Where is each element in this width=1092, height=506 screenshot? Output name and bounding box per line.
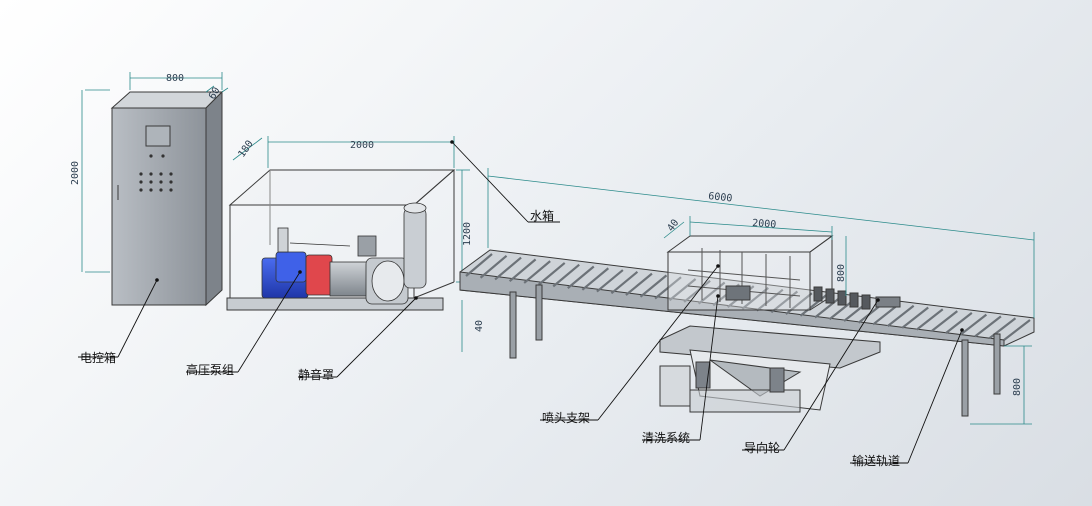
conveyor-roller [479,254,508,279]
conveyor-roller [625,272,653,296]
label-water-tank: 水箱 [530,208,554,223]
conveyor-roller [683,279,711,303]
guide-wheels [813,286,901,310]
dim-enclosure-length: 2000 [350,140,374,151]
conveyor-roller [581,267,610,291]
dim-cabinet-width: 800 [166,73,184,84]
conveyor-roller [945,311,973,334]
label-cleaning-system: 清洗系统 [642,431,690,445]
conveyor-roller [465,253,493,277]
dim-spray-depth: 40 [665,218,681,234]
leader-dots [155,140,964,332]
conveyor-roller [523,260,551,284]
dim-cabinet-height: 2000 [70,161,81,185]
label-pump-unit: 高压泵组 [186,362,234,377]
label-cabinet: 电控箱 [80,350,116,365]
conveyor-roller [959,313,988,336]
electric-cabinet [110,90,224,307]
conveyor-roller [901,306,929,329]
spray-cleaning-unit [659,235,901,413]
conveyor-roller [537,262,566,286]
conveyor-roller [741,287,769,310]
nozzle-pipes [687,248,801,308]
conveyor-roller [974,315,1002,338]
conveyor-roller [668,278,697,302]
conveyor-roller [610,270,639,295]
conveyor-roller [494,256,522,281]
label-enclosure: 静音罩 [298,367,334,382]
cabinet-dimensions [81,72,229,273]
high-pressure-pump-unit [261,202,427,305]
spray-dimensions [663,216,847,296]
dim-enclosure-base: 40 [474,320,485,332]
dim-spray-length: 2000 [752,218,777,231]
conveyor-roller [814,295,842,319]
cabinet-buttons [139,154,173,192]
dim-enclosure-height: 1200 [462,222,473,246]
conveyor-roller [930,310,958,333]
conveyor-roller [886,304,915,328]
dim-cabinet-depth: 60 [207,86,223,102]
label-guide-wheel: 导向轮 [744,440,780,455]
conveyor-roller [756,288,784,312]
conveyor-roller [639,274,668,298]
conveyor-roller [552,263,580,288]
dim-enclosure-depth: 180 [236,139,255,160]
conveyor-roller [916,308,944,331]
leader-lines [78,141,963,464]
conveyor-roller [567,265,595,289]
conveyor-dimensions [487,168,1035,425]
conveyor-roller [785,292,813,315]
dim-conveyor-length: 6000 [708,191,733,204]
dim-spray-height: 800 [836,264,847,282]
conveyor-roller [1003,319,1031,341]
enclosure-dimensions [232,136,470,352]
label-conveyor: 输送轨道 [852,453,900,468]
conveyor-roller [596,269,624,293]
conveyor-roller [508,258,537,283]
dim-conveyor-height: 800 [1012,378,1023,396]
label-nozzle-frame: 喷头支架 [542,411,590,425]
